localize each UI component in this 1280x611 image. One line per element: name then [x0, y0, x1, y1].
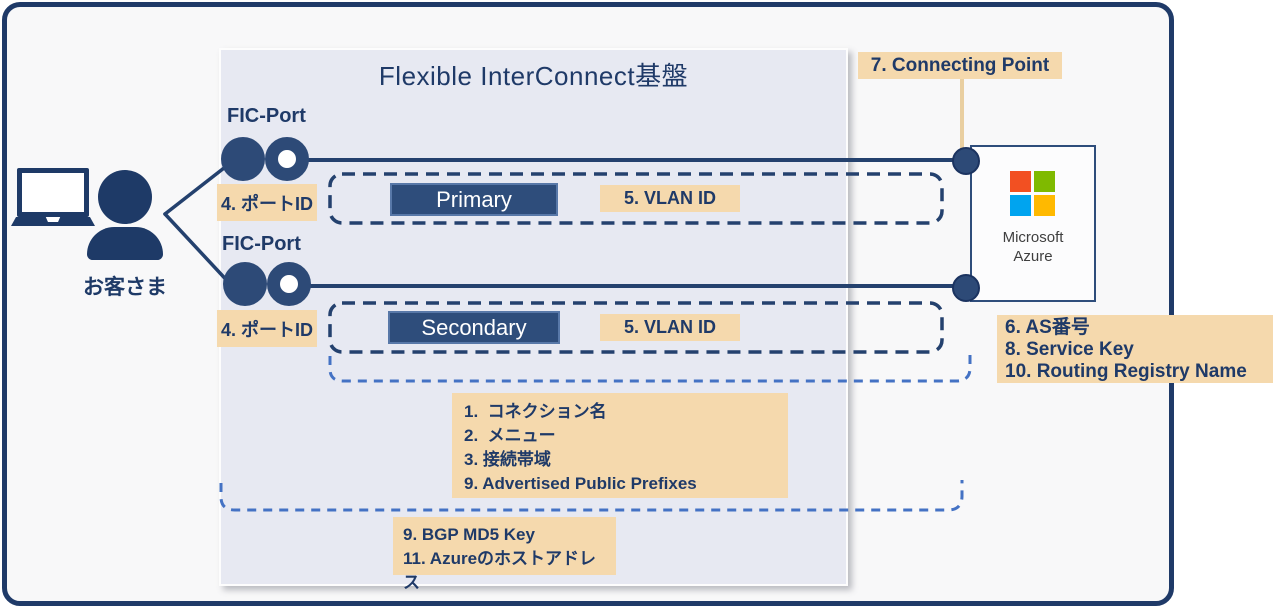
port-id-label-1: 4. ポートID [217, 184, 317, 221]
connecting-point-dot-1 [952, 147, 980, 175]
fic-port-ring-icon-1 [265, 137, 309, 181]
secondary-path-chip: Secondary [388, 311, 560, 344]
connecting-point-label: 7. Connecting Point [858, 52, 1062, 79]
ms-logo-yellow-square [1034, 195, 1055, 216]
azure-side-note-line: 10. Routing Registry Name [1005, 361, 1247, 382]
azure-box [970, 145, 1096, 302]
fic-port-ring-icon-2 [267, 262, 311, 306]
fic-port-label-2: FIC-Port [222, 233, 301, 255]
person-body-icon [87, 227, 163, 260]
azure-side-notes-box: 6. AS番号 8. Service Key 10. Routing Regis… [997, 315, 1273, 383]
azure-label-line1: Microsoft [1002, 229, 1064, 246]
bgp-note-line: 9. BGP MD5 Key [403, 525, 535, 544]
laptop-icon [17, 168, 89, 217]
fic-port-icon-1 [221, 137, 265, 181]
azure-label: Microsoft Azure [970, 228, 1096, 266]
fic-port-icon-2 [223, 262, 267, 306]
vlan-id-label-1: 5. VLAN ID [600, 185, 740, 212]
customer-label: お客さま [83, 276, 167, 299]
ms-logo-blue-square [1010, 195, 1031, 216]
bgp-notes-box: 9. BGP MD5 Key 11. Azureのホストアドレス [393, 517, 616, 592]
connection-note-line: 9. Advertised Public Prefixes [464, 474, 697, 493]
azure-side-note-line: 8. Service Key [1005, 339, 1134, 360]
connection-note-line: 1. コネクション名 [464, 402, 607, 421]
connection-notes-box: 1. コネクション名 2. メニュー 3. 接続帯域 9. Advertised… [452, 393, 788, 498]
connection-note-line: 2. メニュー [464, 426, 556, 445]
ms-logo-red-square [1010, 171, 1031, 192]
fic-port-label-1: FIC-Port [227, 105, 306, 127]
bgp-note-line: 11. Azureのホストアドレス [403, 549, 597, 592]
fic-platform-title: Flexible InterConnect基盤 [378, 61, 689, 91]
laptop-notch [45, 217, 61, 222]
vlan-id-label-2: 5. VLAN ID [600, 314, 740, 341]
azure-side-note-line: 6. AS番号 [1005, 317, 1090, 338]
primary-path-chip: Primary [390, 183, 558, 216]
azure-label-line2: Azure [1013, 248, 1053, 265]
microsoft-logo-icon [1010, 171, 1055, 216]
connecting-point-dot-2 [952, 274, 980, 302]
ms-logo-green-square [1034, 171, 1055, 192]
port-id-label-2: 4. ポートID [217, 310, 317, 347]
person-icon [98, 170, 152, 224]
connection-note-line: 3. 接続帯域 [464, 450, 551, 469]
